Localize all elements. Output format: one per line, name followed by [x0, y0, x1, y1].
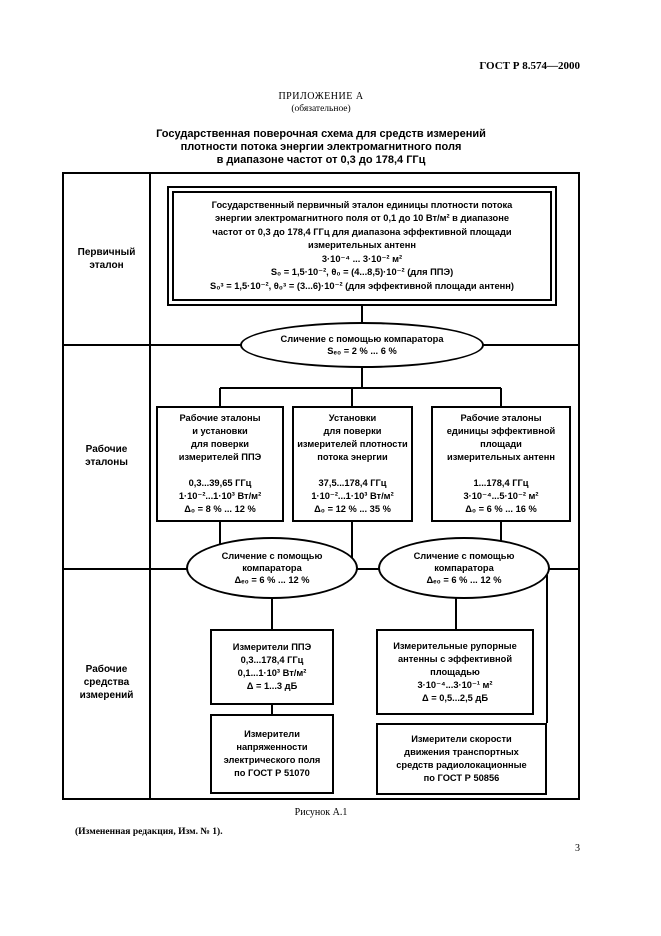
revision-note: (Измененная редакция, Изм. № 1).: [75, 827, 223, 837]
section-label-working-standards: Рабочие эталоны: [85, 444, 128, 468]
standard-box-antenna-area: Рабочие эталоны единицы эффективной площ…: [431, 406, 571, 522]
doc-number: ГОСТ Р 8.574—2000: [479, 60, 580, 72]
standard-box-ppe-verification: Рабочие эталоны и установки для поверки …: [156, 406, 284, 522]
meter-box-ppe: Измерители ППЭ 0,3...178,4 ГГц 0,1...1·1…: [210, 629, 334, 705]
meter-box-radar-speed: Измерители скорости движения транспортны…: [376, 723, 547, 795]
comparison-ellipse-right: Сличение с помощью компаратора Δₑ₀ = 6 %…: [378, 537, 550, 599]
section-label-working-instruments: Рабочие средства измерений: [79, 664, 134, 701]
column-divider: [149, 174, 151, 798]
appendix-title: ПРИЛОЖЕНИЕ А: [278, 91, 364, 102]
primary-standard-text: Государственный первичный эталон единицы…: [172, 191, 552, 301]
section-label-primary: Первичный эталон: [77, 247, 136, 271]
standard-box-flux-density: Установки для поверки измерителей плотно…: [292, 406, 413, 522]
page-number: 3: [575, 843, 580, 854]
verification-scheme-diagram: Первичный эталон Рабочие эталоны Рабочие…: [62, 172, 580, 800]
meter-box-horn-antennas: Измерительные рупорные антенны с эффекти…: [376, 629, 534, 715]
primary-standard-box: Государственный первичный эталон единицы…: [167, 186, 557, 306]
scheme-title: Государственная поверочная схема для сре…: [156, 128, 486, 166]
comparison-ellipse-top: Сличение с помощью компаратора Sₑ₀ = 2 %…: [240, 322, 484, 368]
figure-caption: Рисунок А.1: [294, 807, 348, 818]
appendix-note: (обязательное): [291, 104, 351, 114]
comparison-ellipse-left: Сличение с помощью компаратора Δₑ₀ = 6 %…: [186, 537, 358, 599]
meter-box-field-strength: Измерители напряженности электрического …: [210, 714, 334, 794]
